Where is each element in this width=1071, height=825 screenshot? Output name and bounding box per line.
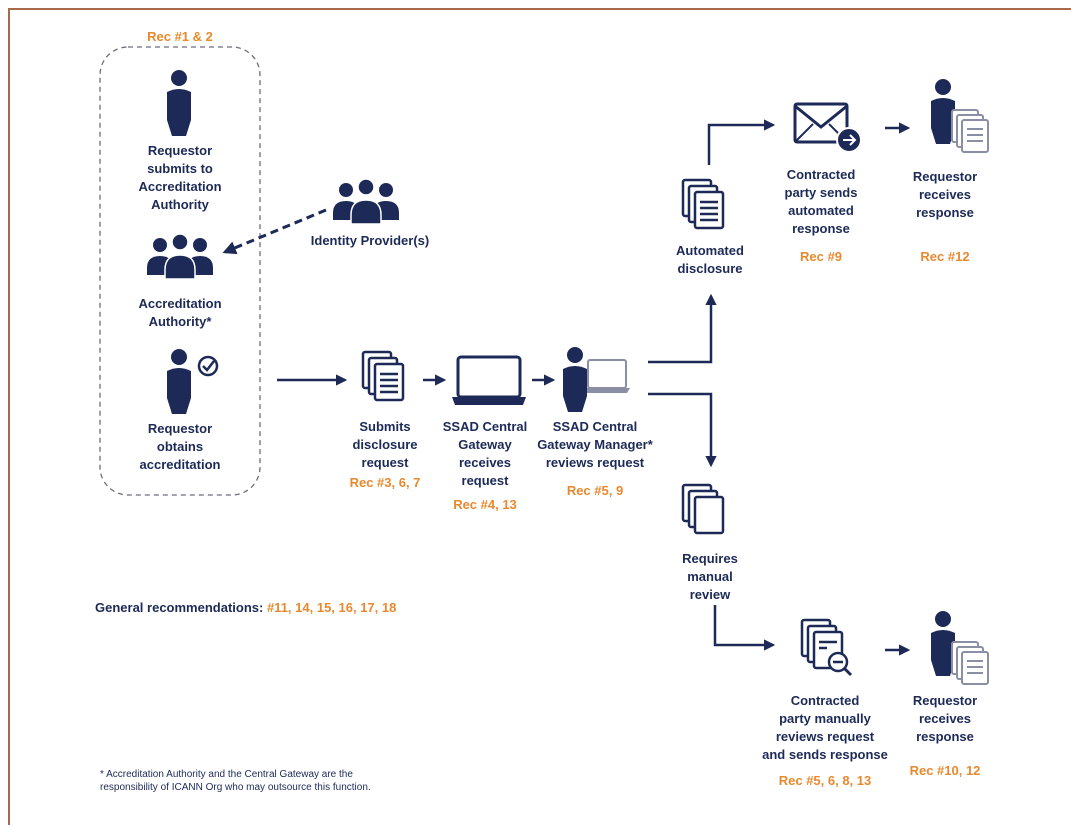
contracted-manual-label: Contracted party manually reviews reques… xyxy=(762,693,888,762)
automated-branch-line xyxy=(648,293,717,364)
identity-provider-group-icon xyxy=(333,178,399,225)
requestor-receives-bottom-label: Requestor receives response xyxy=(912,693,978,744)
person-documents-icon xyxy=(931,611,989,685)
envelope-arrow-icon xyxy=(793,102,862,153)
requestor-receives-top-rec: Rec #12 xyxy=(920,249,970,264)
documents-icon xyxy=(681,483,725,535)
identity-provider-label: Identity Provider(s) xyxy=(310,233,430,248)
contracted-manual-rec: Rec #5, 6, 8, 13 xyxy=(778,773,872,788)
general-recommendations: General recommendations: #11, 14, 15, 16… xyxy=(95,600,396,615)
footnote: * Accreditation Authority and the Centra… xyxy=(100,769,371,793)
accreditation-authority-label: Accreditation Authority* xyxy=(138,296,222,329)
gateway-label: SSAD Central Gateway receives request xyxy=(442,419,528,488)
accredited-person-icon xyxy=(167,349,219,414)
identity-arrow xyxy=(222,208,327,255)
submits-rec: Rec #3, 6, 7 xyxy=(349,475,421,490)
gateway-rec: Rec #4, 13 xyxy=(453,497,517,512)
documents-icon xyxy=(361,350,405,402)
manual-to-contracted-arrow xyxy=(713,605,776,651)
submits-label: Submits disclosure request xyxy=(352,419,418,470)
automated-disclosure-label: Automated disclosure xyxy=(676,243,744,276)
requestor-obtains-label: Requestor obtains accreditation xyxy=(139,421,221,472)
contracted-automated-label: Contracted party sends automated respons… xyxy=(784,167,858,236)
group-icon xyxy=(147,233,213,280)
person-documents-icon xyxy=(931,79,989,153)
contracted-automated-rec: Rec #9 xyxy=(800,249,842,264)
documents-icon xyxy=(681,178,725,230)
diagram-frame xyxy=(8,8,1071,825)
accreditation-group-box xyxy=(99,46,261,496)
requestor-receives-bottom-rec: Rec #10, 12 xyxy=(909,763,981,778)
gateway-manager-rec: Rec #5, 9 xyxy=(566,483,624,498)
person-icon xyxy=(167,70,191,136)
document-search-icon xyxy=(800,618,853,677)
accreditation-rec: Rec #1 & 2 xyxy=(147,29,213,44)
requestor-receives-top-label: Requestor receives response xyxy=(912,169,978,220)
laptop-icon xyxy=(452,355,526,405)
manual-branch-line xyxy=(648,392,717,468)
gateway-manager-label: SSAD Central Gateway Manager* reviews re… xyxy=(537,419,653,470)
requestor-submits-label: Requestor submits to Accreditation Autho… xyxy=(138,143,222,212)
person-laptop-icon xyxy=(563,347,630,412)
general-recommendations-values: #11, 14, 15, 16, 17, 18 xyxy=(266,600,397,615)
general-recommendations-label: General recommendations: xyxy=(95,600,264,615)
manual-review-label: Requires manual review xyxy=(682,551,738,602)
automated-to-contracted-arrow xyxy=(707,119,776,165)
